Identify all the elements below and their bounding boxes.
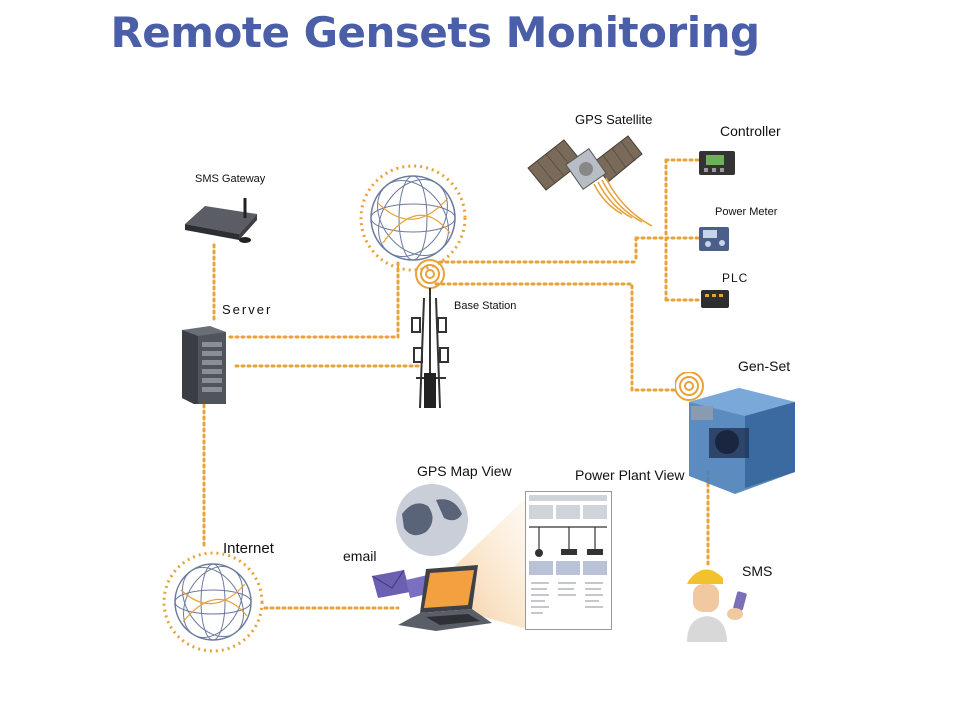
internet-label: Internet	[223, 540, 274, 557]
plc-icon	[701, 290, 729, 308]
gen-set-icon	[675, 372, 795, 494]
sms-gateway-icon	[185, 198, 257, 243]
gps-map-globe-icon	[396, 484, 468, 556]
sms-label: SMS	[742, 563, 773, 579]
gps-satellite-label: GPS Satellite	[575, 112, 653, 127]
email-label: email	[343, 548, 377, 564]
controller-label: Controller	[720, 123, 781, 139]
base-station-tower-icon	[411, 259, 449, 409]
plc-label: PLC	[722, 271, 749, 285]
power-plant-view-label: Power Plant View	[575, 467, 685, 483]
gen-set-label: Gen-Set	[738, 358, 791, 374]
power-meter-label: Power Meter	[715, 206, 778, 218]
internet-globe-icon	[162, 551, 264, 653]
network-globe-icon	[359, 164, 467, 272]
controller-icon	[699, 151, 735, 175]
power-plant-view-document	[525, 491, 612, 630]
laptop-icon	[398, 565, 492, 631]
server-icon	[182, 326, 226, 404]
server-label: Server	[222, 302, 273, 317]
technician-with-phone-icon	[687, 569, 747, 642]
page-title: Remote Gensets Monitoring	[110, 8, 760, 57]
sms-gateway-label: SMS Gateway	[195, 173, 266, 185]
base-station-label: Base Station	[454, 300, 517, 312]
gps-map-view-label: GPS Map View	[417, 463, 512, 479]
power-meter-icon	[699, 227, 729, 251]
gps-satellite-icon	[527, 135, 653, 227]
